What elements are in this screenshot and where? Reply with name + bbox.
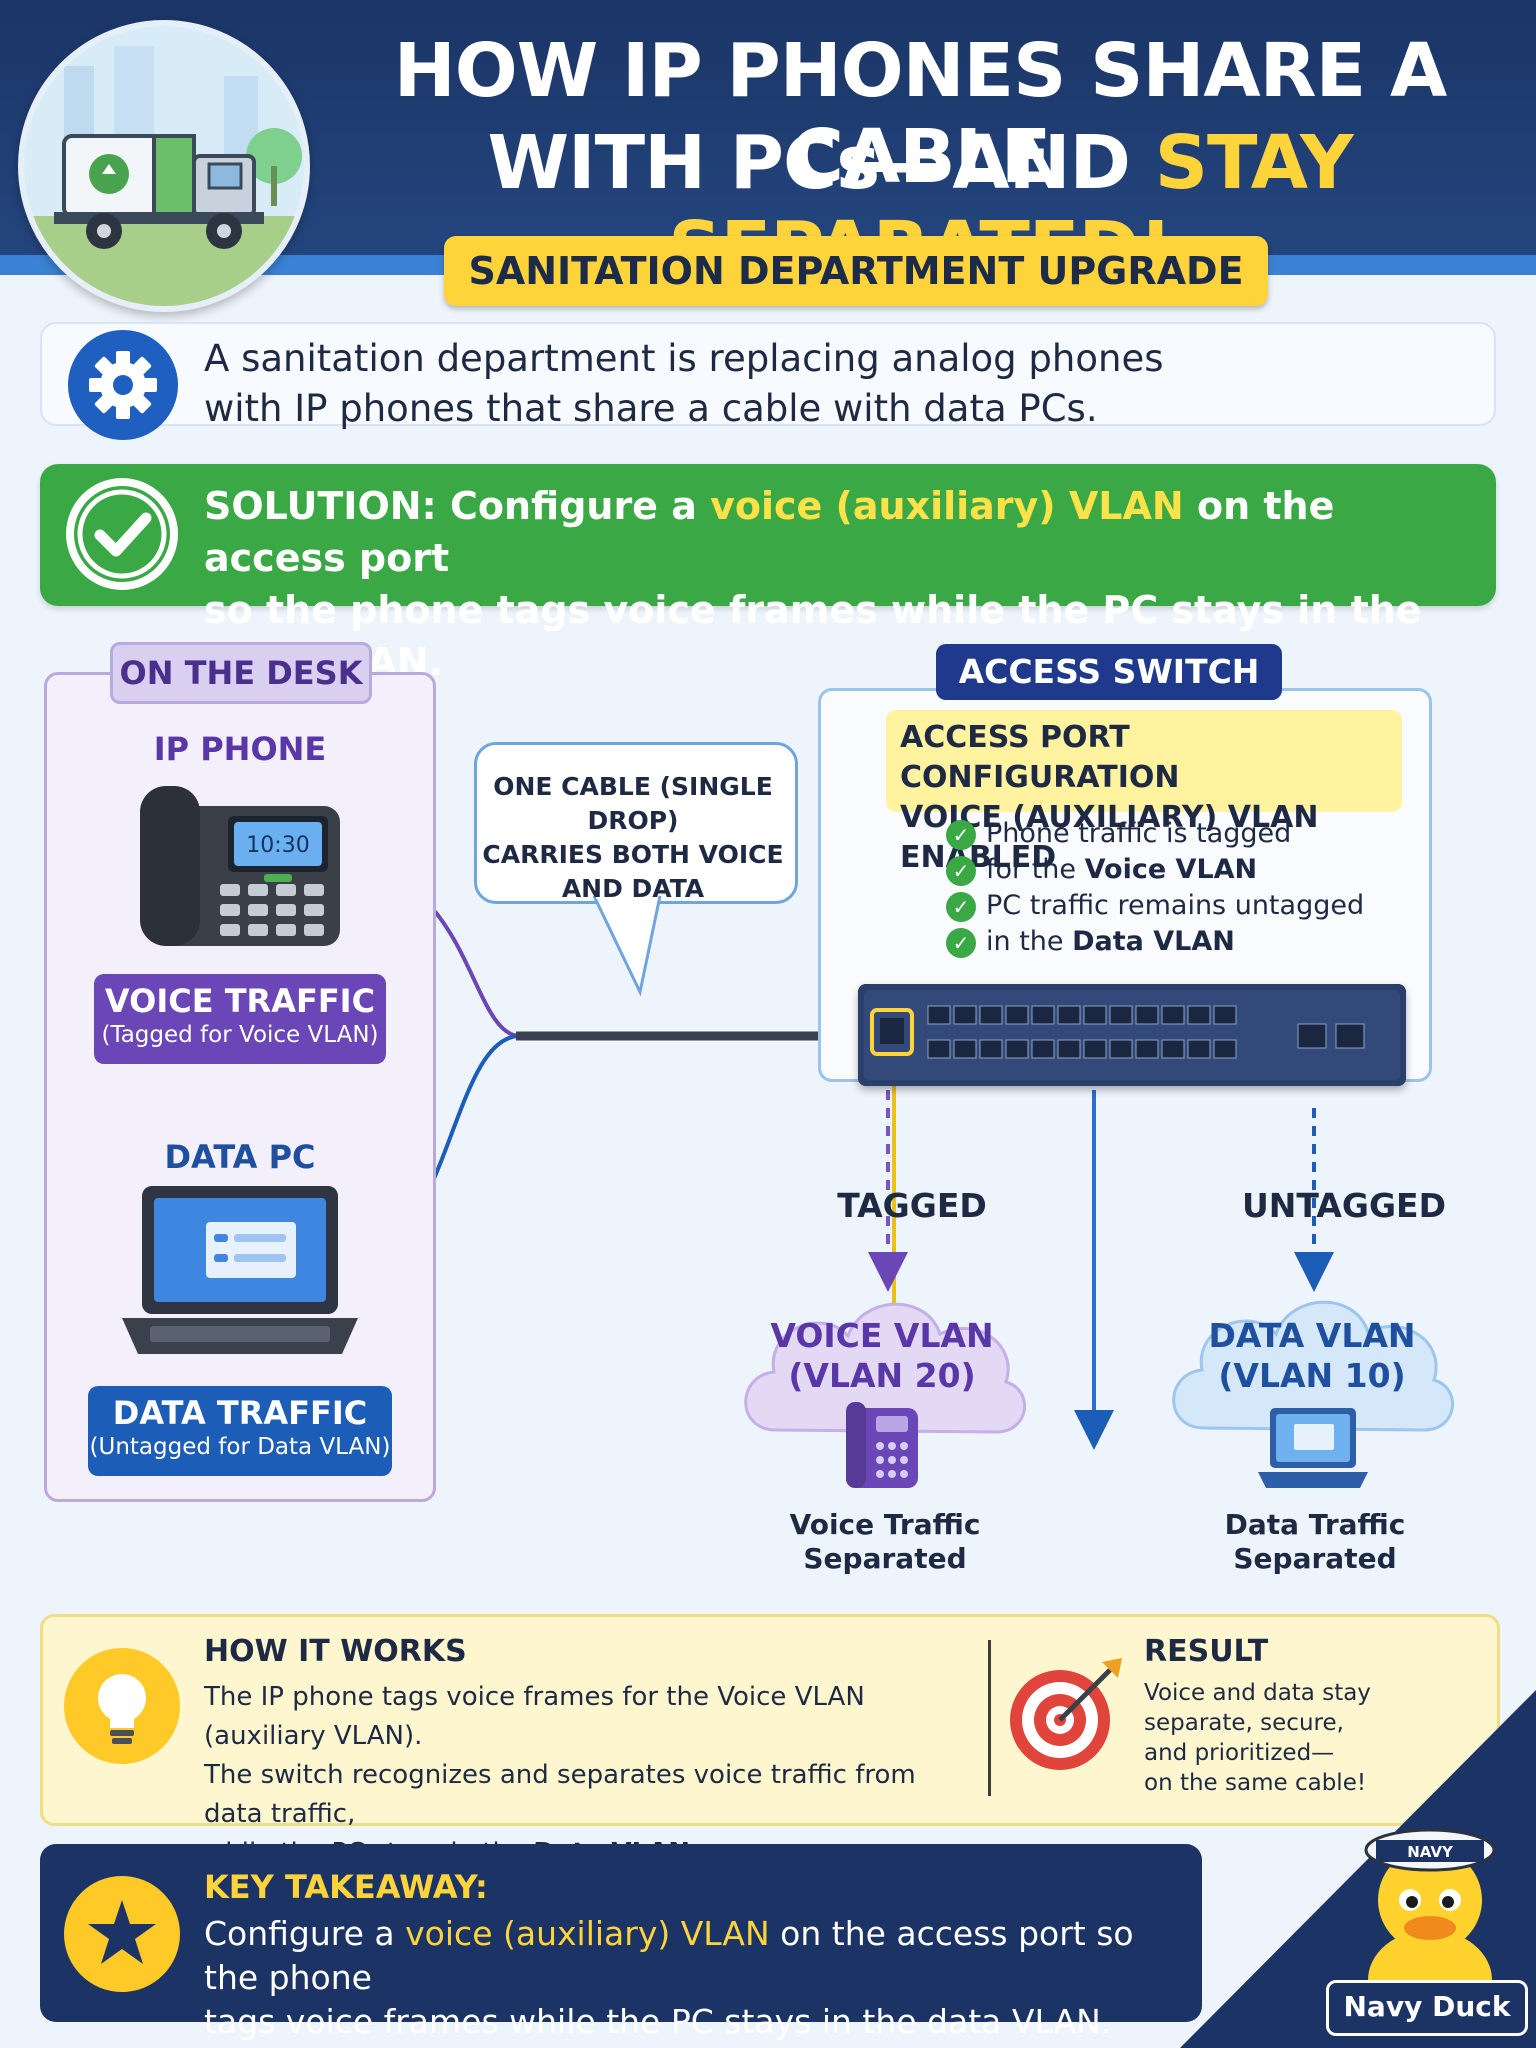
data-vlan-label: DATA VLAN (VLAN 10) (1208, 1316, 1416, 1395)
data-traffic-title: DATA TRAFFIC (112, 1394, 368, 1432)
config-line-1: ACCESS PORT CONFIGURATION (900, 720, 1180, 795)
ip-phone-label: IP PHONE (153, 730, 327, 768)
result-text: Voice and data stay separate, secure, an… (1144, 1680, 1371, 1796)
voice-traffic-title: VOICE TRAFFIC (104, 982, 376, 1020)
check-icon: ✓ (946, 819, 976, 850)
data-separated-label: Data Traffic Separated (1224, 1508, 1406, 1575)
data-pc-label: DATA PC (164, 1138, 316, 1176)
voice-vlan-label: VOICE VLAN (VLAN 20) (770, 1316, 994, 1395)
voice-vlan-cloud (726, 1280, 1036, 1460)
check-row-2: ✓for the Voice VLAN (946, 854, 1257, 886)
phone-screen-time: 10:30 (246, 833, 309, 858)
key-takeaway-text: Configure a voice (auxiliary) VLAN on th… (204, 1914, 1134, 2041)
key-takeaway-title: KEY TAKEAWAY: (204, 1868, 488, 1906)
check-icon: ✓ (946, 891, 976, 922)
data-traffic-subtitle: (Untagged for Data VLAN) (89, 1434, 391, 1460)
key-takeaway-panel (40, 1844, 1202, 2022)
check-row-1: ✓Phone traffic is tagged (946, 818, 1291, 850)
mascot-name-label: Navy Duck (1326, 1980, 1528, 2036)
check-row-3: ✓PC traffic remains untagged (946, 890, 1364, 922)
intro-line-1: A sanitation department is replacing ana… (204, 337, 1164, 380)
voice-traffic-box: VOICE TRAFFIC (Tagged for Voice VLAN) (94, 974, 386, 1064)
laptop-icon (110, 1182, 370, 1362)
config-text: ACCESS PORT CONFIGURATION VOICE (AUXILIA… (900, 718, 1400, 878)
lightbulb-icon (64, 1648, 180, 1764)
network-switch-icon (858, 984, 1406, 1086)
how-it-works-panel (40, 1614, 1500, 1826)
data-traffic-box: DATA TRAFFIC (Untagged for Data VLAN) (88, 1386, 392, 1476)
how-it-works-title: HOW IT WORKS (204, 1634, 467, 1669)
page-title-line-1: HOW IP PHONES SHARE A CABLE (393, 28, 1447, 200)
voice-phone-icon (846, 1402, 922, 1492)
bubble-line-3: AND DATA (561, 874, 705, 903)
voice-traffic-subtitle: (Tagged for Voice VLAN) (101, 1022, 379, 1048)
gear-icon (68, 330, 178, 440)
garbage-truck-icon (24, 26, 304, 306)
garbage-truck-logo (18, 20, 310, 312)
target-icon (1006, 1654, 1126, 1774)
untagged-label: UNTAGGED (1241, 1186, 1446, 1225)
check-row-4: ✓in the Data VLAN (946, 926, 1235, 958)
speech-bubble-text: ONE CABLE (SINGLE DROP) CARRIES BOTH VOI… (478, 770, 788, 906)
bubble-line-2: CARRIES BOTH VOICE (482, 840, 784, 869)
tagged-label: TAGGED (837, 1186, 987, 1225)
data-vlan-cloud (1154, 1278, 1466, 1458)
star-icon (64, 1876, 180, 1992)
solution-line-1: SOLUTION: Configure a voice (auxiliary) … (204, 484, 1335, 580)
subtitle-banner: SANITATION DEPARTMENT UPGRADE (444, 236, 1268, 306)
check-icon: ✓ (946, 855, 976, 886)
intro-panel (40, 322, 1496, 426)
solution-text: SOLUTION: Configure a voice (auxiliary) … (204, 480, 1474, 688)
result-title: RESULT (1144, 1634, 1269, 1669)
speech-bubble-tail (592, 892, 662, 997)
intro-line-2: with IP phones that share a cable with d… (204, 387, 1098, 430)
check-icon: ✓ (946, 927, 976, 958)
panel-divider (988, 1640, 991, 1796)
bubble-line-1: ONE CABLE (SINGLE DROP) (493, 772, 773, 835)
intro-text: A sanitation department is replacing ana… (204, 334, 1404, 434)
voice-separated-label: Voice Traffic Separated (789, 1508, 981, 1575)
checkmark-icon (66, 478, 178, 590)
access-switch-tab: ACCESS SWITCH (936, 644, 1282, 700)
config-box (886, 710, 1402, 812)
ip-phone-icon: 10:30 (120, 776, 360, 956)
data-laptop-icon (1256, 1406, 1370, 1490)
desk-tab: ON THE DESK (110, 642, 372, 704)
navy-duck-mascot: NAVY (1180, 1690, 1536, 2048)
solution-banner (40, 464, 1496, 606)
svg-text:NAVY: NAVY (1407, 1843, 1454, 1861)
